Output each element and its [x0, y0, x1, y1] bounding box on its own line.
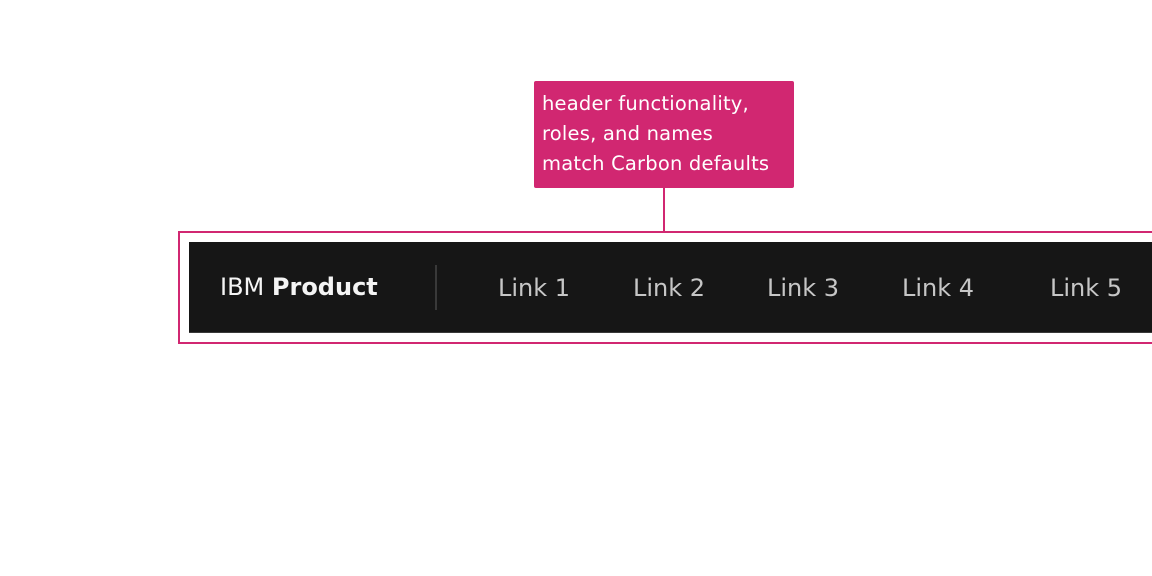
annotation-highlight-outline [178, 231, 1152, 344]
header-divider [435, 265, 437, 310]
annotation-line: roles, and names [542, 122, 714, 145]
annotation-tag: header functionality, roles, and names m… [534, 81, 794, 188]
annotation-line: header functionality, [542, 92, 749, 115]
header-nav-link-3[interactable]: Link 3 [767, 274, 840, 302]
header-nav-link-1[interactable]: Link 1 [498, 274, 571, 302]
header-nav-link-4[interactable]: Link 4 [902, 274, 975, 302]
brand-name: Product [271, 273, 378, 301]
brand-prefix: IBM [220, 273, 265, 301]
header-nav-link-2[interactable]: Link 2 [633, 274, 706, 302]
header-nav-link-5[interactable]: Link 5 [1050, 274, 1123, 302]
header-brand-link[interactable]: IBM Product [220, 242, 378, 332]
annotation-line: match Carbon defaults [542, 152, 770, 175]
ui-shell-header: IBM Product Link 1 Link 2 Link 3 Link 4 … [189, 242, 1152, 333]
annotation-connector [663, 188, 665, 232]
